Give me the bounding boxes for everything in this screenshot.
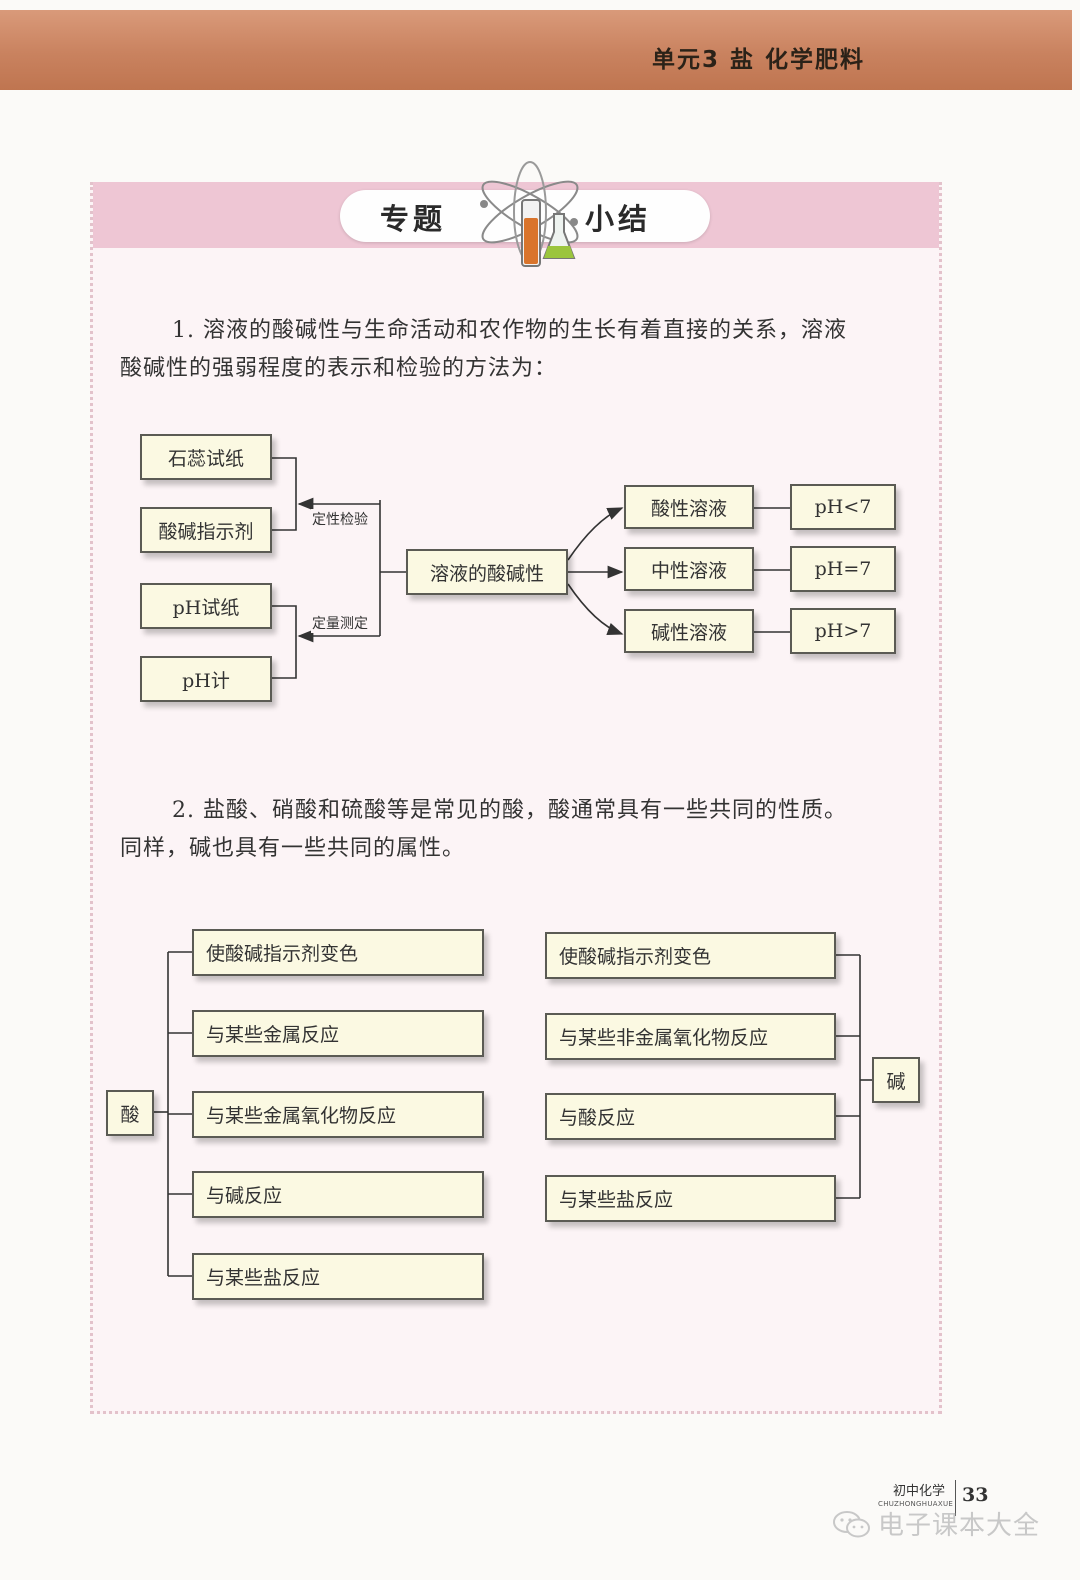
- diagram-1-connectors: [272, 457, 790, 679]
- neutral-solution: 中性溶液: [624, 547, 754, 591]
- paragraph-2: 2. 盐酸、硝酸和硫酸等是常见的酸，酸通常具有一些共同的性质。 同样，碱也具有一…: [120, 792, 920, 868]
- book-pinyin: CHUZHONGHUAXUE: [878, 1500, 954, 1508]
- base-property-4: 与某些盐反应: [545, 1175, 836, 1222]
- paragraph-1-line-1: 1. 溶液的酸碱性与生命活动和农作物的生长有着直接的关系，溶液: [172, 318, 847, 343]
- ph-less-than-7: pH<7: [790, 484, 896, 530]
- paragraph-1: 1. 溶液的酸碱性与生命活动和农作物的生长有着直接的关系，溶液 酸碱性的强弱程度…: [120, 312, 920, 388]
- method-litmus-paper: 石蕊试纸: [140, 434, 272, 480]
- chapter-title: 单元3 盐 化学肥料: [651, 47, 865, 73]
- section-title-right: 小结: [585, 202, 652, 236]
- qualitative-label: 定性检验: [311, 509, 369, 529]
- acid-property-4: 与碱反应: [192, 1171, 484, 1218]
- acid-property-5: 与某些盐反应: [192, 1253, 484, 1300]
- base-property-2: 与某些非金属氧化物反应: [545, 1013, 836, 1060]
- quantitative-label: 定量测定: [311, 613, 369, 633]
- acidic-solution: 酸性溶液: [624, 485, 754, 529]
- base-node: 碱: [872, 1057, 920, 1103]
- acid-property-3: 与某些金属氧化物反应: [192, 1091, 484, 1138]
- ph-greater-than-7: pH>7: [790, 608, 896, 654]
- acid-property-1: 使酸碱指示剂变色: [192, 929, 484, 976]
- method-ph-meter: pH计: [140, 656, 272, 702]
- wechat-icon: [833, 1511, 870, 1538]
- chemistry-icon: [480, 161, 579, 267]
- diagram-2-connectors: [154, 951, 872, 1277]
- basic-solution: 碱性溶液: [624, 609, 754, 653]
- page-separator: [955, 1480, 956, 1516]
- base-property-1: 使酸碱指示剂变色: [545, 932, 836, 979]
- paragraph-2-line-2: 同样，碱也具有一些共同的属性。: [120, 836, 466, 861]
- solution-acidity-center: 溶液的酸碱性: [406, 549, 568, 595]
- method-ph-paper: pH试纸: [140, 583, 272, 629]
- section-title-left: 专题: [380, 202, 447, 236]
- paragraph-2-line-1: 2. 盐酸、硝酸和硫酸等是常见的酸，酸通常具有一些共同的性质。: [172, 798, 847, 823]
- paragraph-1-line-2: 酸碱性的强弱程度的表示和检验的方法为：: [120, 356, 558, 381]
- method-acid-base-indicator: 酸碱指示剂: [140, 507, 272, 553]
- base-property-3: 与酸反应: [545, 1093, 836, 1140]
- ph-equals-7: pH=7: [790, 546, 896, 592]
- page-number: 33: [962, 1484, 989, 1506]
- chapter-header-band: [0, 10, 1072, 90]
- book-label: 初中化学: [893, 1484, 946, 1499]
- watermark-text: 电子课本大全: [878, 1511, 1041, 1541]
- acid-property-2: 与某些金属反应: [192, 1010, 484, 1057]
- acid-node: 酸: [106, 1090, 154, 1136]
